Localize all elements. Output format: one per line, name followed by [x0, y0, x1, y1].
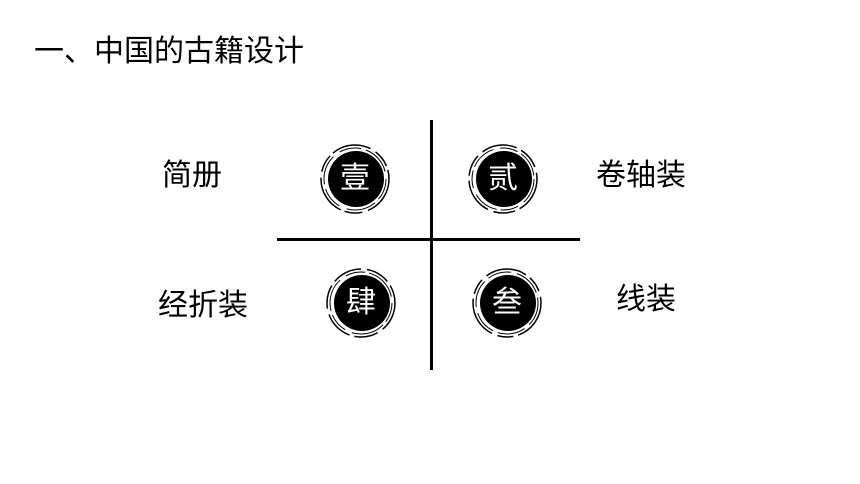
numeral-er: 贰 [488, 161, 518, 196]
badge-san: 叁 [470, 266, 544, 340]
badge-si: 肆 [324, 266, 398, 340]
label-jingzhe: 经折装 [158, 288, 248, 323]
slide-title: 一、中国的古籍设计 [34, 34, 304, 69]
ink-circle-icon [326, 268, 396, 338]
numeral-yi: 壹 [340, 161, 370, 196]
numeral-si: 肆 [346, 285, 376, 320]
horizontal-divider [277, 238, 580, 241]
ink-circle-icon [320, 144, 390, 214]
vertical-divider [430, 120, 433, 370]
badge-yi: 壹 [318, 142, 392, 216]
label-xianzhuang: 线装 [616, 282, 676, 317]
ink-circle-icon [468, 144, 538, 214]
label-juanzhou: 卷轴装 [596, 158, 686, 193]
badge-er: 贰 [466, 142, 540, 216]
numeral-san: 叁 [492, 285, 522, 320]
ink-circle-icon [472, 268, 542, 338]
label-jiance: 简册 [162, 158, 222, 193]
